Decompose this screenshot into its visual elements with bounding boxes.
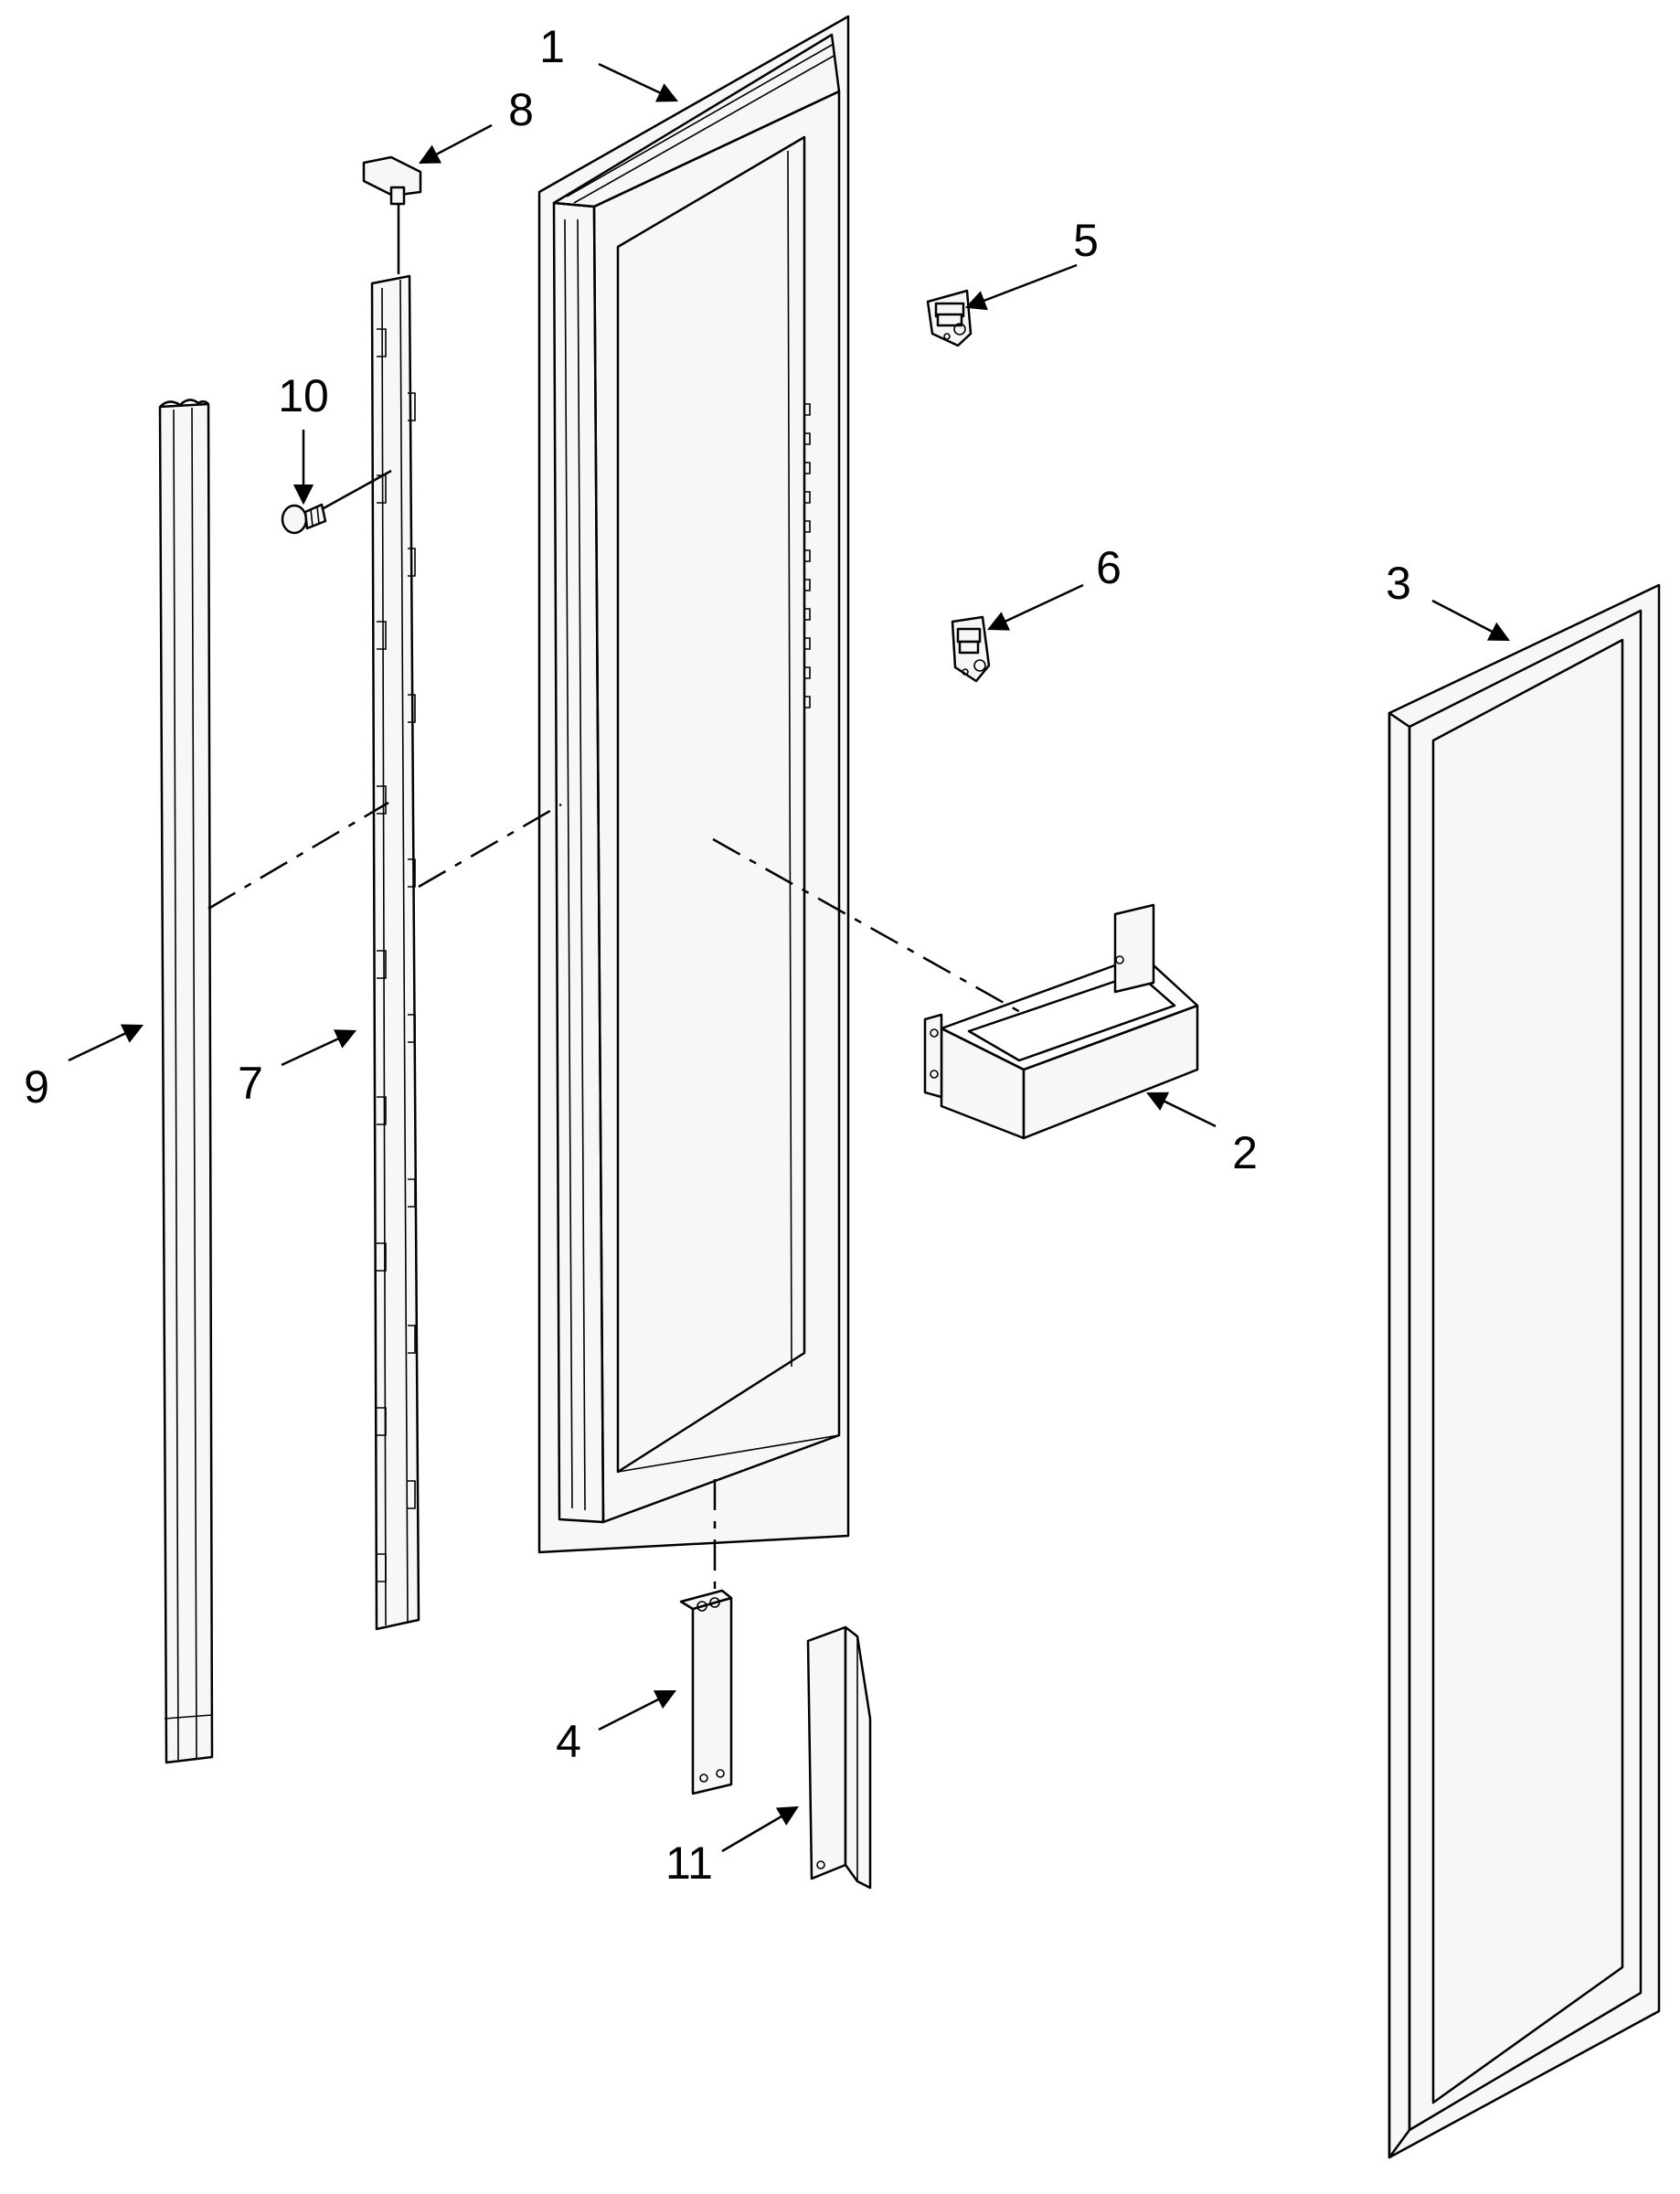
- part-5-hinge: [926, 289, 973, 347]
- leader-arrow-7: [281, 1029, 357, 1067]
- leader-arrow-3: [1431, 599, 1510, 642]
- part-3-door-panel: [1388, 583, 1661, 2159]
- leader-arrow-11: [721, 1805, 799, 1853]
- part-6-hinge: [951, 615, 991, 683]
- callout-10: 10: [278, 370, 329, 421]
- part-7-hinge-rail: [370, 274, 420, 1631]
- callout-6: 6: [1096, 542, 1122, 593]
- callout-3: 3: [1386, 558, 1411, 609]
- part-10-screw: [281, 503, 327, 535]
- callout-labels: 1 2 3 4 5 6 7 8 9 10 11: [24, 21, 1411, 1889]
- part-1-door-liner: [537, 15, 850, 1554]
- leader-arrows: [68, 62, 1510, 1853]
- callout-1: 1: [539, 21, 565, 72]
- callout-2: 2: [1232, 1127, 1258, 1178]
- part-9-seal-strip: [158, 399, 214, 1764]
- callout-8: 8: [508, 84, 534, 135]
- leader-arrow-8: [419, 123, 493, 165]
- part-11-corner-trim: [806, 1625, 872, 1890]
- callout-4: 4: [556, 1716, 581, 1767]
- assembly-lines: [207, 203, 1029, 1591]
- part-8-end-cap: [362, 155, 422, 206]
- callout-9: 9: [24, 1061, 49, 1113]
- leader-arrow-2: [1145, 1092, 1217, 1128]
- leader-arrow-5: [964, 263, 1078, 311]
- callout-5: 5: [1073, 215, 1099, 266]
- callout-7: 7: [238, 1058, 263, 1109]
- part-4-bracket: [679, 1589, 733, 1795]
- leader-arrow-4: [598, 1689, 677, 1731]
- leader-arrow-9: [68, 1024, 144, 1062]
- leader-arrow-1: [598, 62, 679, 102]
- leader-arrow-6: [986, 583, 1084, 631]
- callout-11: 11: [665, 1837, 713, 1889]
- part-2-door-bin: [923, 903, 1199, 1140]
